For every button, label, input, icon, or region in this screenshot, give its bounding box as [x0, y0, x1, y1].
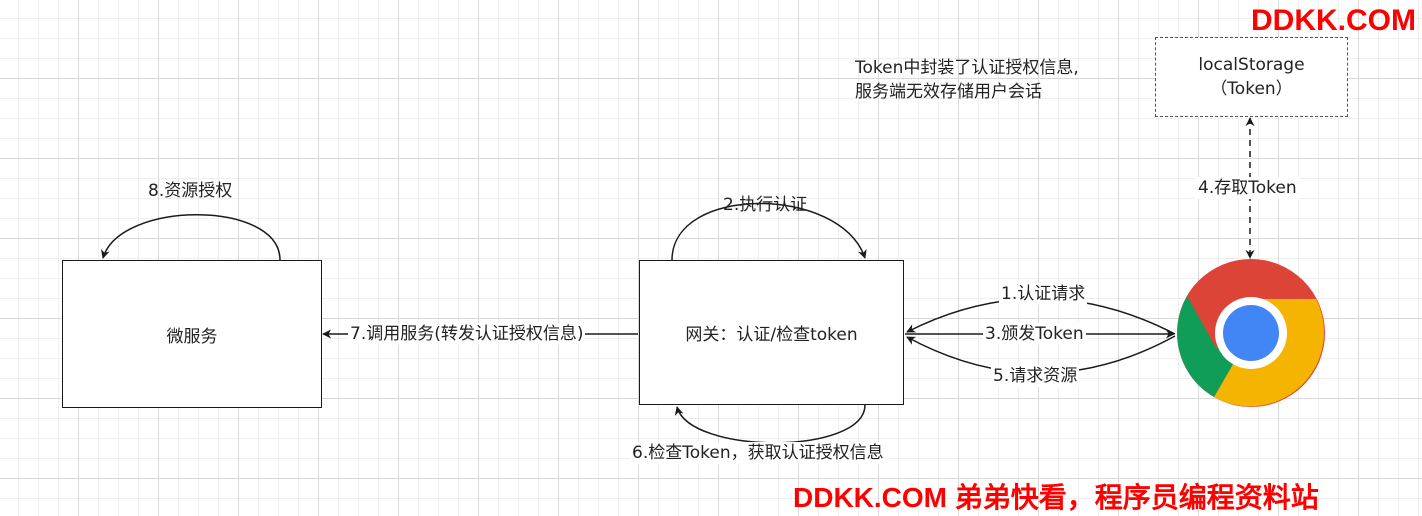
edge-7-label: 7.调用服务(转发认证授权信息) [348, 323, 586, 345]
edge-6-arrow [674, 404, 866, 444]
gateway-node: 网关：认证/检查token [639, 260, 904, 405]
localstorage-label: localStorage [1198, 55, 1305, 75]
edge-1-label: 1.认证请求 [999, 283, 1088, 305]
microservice-node: 微服务 [62, 260, 322, 408]
edge-8-arrow [100, 214, 281, 261]
localstorage-node: localStorage （Token） [1155, 37, 1348, 117]
gateway-label: 网关：认证/检查token [685, 325, 858, 345]
watermark-top: DDKK.COM [1251, 4, 1416, 37]
token-note-line1: Token中封装了认证授权信息, [855, 58, 1079, 78]
edge-2-label: 2.执行认证 [723, 195, 808, 215]
microservice-label: 微服务 [166, 326, 218, 347]
edge-6-label: 6.检查Token，获取认证授权信息 [630, 442, 886, 464]
watermark-bottom: DDKK.COM 弟弟快看，程序员编程资料站 [793, 482, 1319, 513]
edge-8-label: 8.资源授权 [148, 181, 233, 201]
token-note: Token中封装了认证授权信息, 服务端无效存储用户会话 [855, 56, 1079, 104]
edge-2-arrow [671, 202, 867, 261]
token-note-line2: 服务端无效存储用户会话 [855, 82, 1042, 102]
localstorage-token-label: （Token） [1210, 79, 1293, 99]
chrome-icon [1177, 259, 1325, 407]
edge-5-label: 5.请求资源 [991, 365, 1080, 387]
edge-4-label: 4.存取Token [1196, 177, 1299, 199]
edge-3-label: 3.颁发Token [983, 323, 1086, 345]
